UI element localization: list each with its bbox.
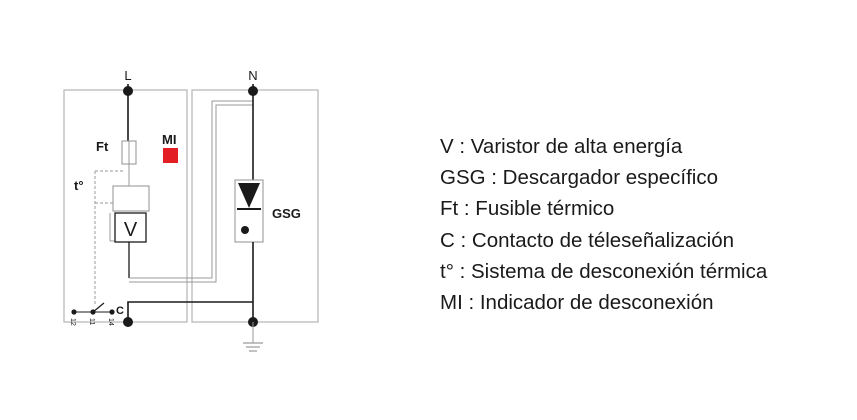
contact-switch-arm xyxy=(92,302,105,313)
contact-pin-12 xyxy=(71,309,77,315)
indicator-square xyxy=(163,148,178,163)
n-terminal-node xyxy=(248,86,258,96)
varistor-label: V xyxy=(124,219,138,241)
gsg-label: GSG xyxy=(272,206,301,221)
legend-item-thermal: t° : Sistema de desconexión térmica xyxy=(440,259,768,283)
thermal-label: t° xyxy=(74,178,84,193)
surge-protector-diagram: L N Ft MI t° V GSG C 12 11 14 xyxy=(63,68,319,352)
indicator-label: MI xyxy=(162,132,176,147)
varistor-to-neutral-outer xyxy=(129,100,253,279)
legend-list: V : Varistor de alta energía GSG : Desca… xyxy=(440,131,767,318)
gsg-dot xyxy=(241,226,249,234)
varistor-symbol xyxy=(114,212,147,243)
legend-item-gsg: GSG : Descargador específico xyxy=(440,166,719,190)
terminal-label-l: L xyxy=(124,68,131,83)
contact-pin-14 xyxy=(109,309,115,315)
l-terminal-node xyxy=(123,86,133,96)
fuse-label: Ft xyxy=(96,139,109,154)
legend-item-contact: C : Contacto de téleseñalización xyxy=(440,228,735,252)
legend-item-indicator: MI : Indicador de desconexión xyxy=(440,290,714,314)
contact-bus-wire xyxy=(127,301,253,322)
thermal-element xyxy=(112,185,150,212)
gsg-triangle xyxy=(238,183,260,208)
contact-pin-label-11: 11 xyxy=(88,318,95,325)
contact-pin-label-12: 12 xyxy=(69,318,76,326)
legend-item-varistor: V : Varistor de alta energía xyxy=(440,135,683,158)
contact-pin-label-14: 14 xyxy=(107,318,114,326)
contact-main-node xyxy=(123,317,133,327)
contact-label: C xyxy=(116,305,124,317)
varistor-to-neutral-inner xyxy=(129,104,253,283)
terminal-label-n: N xyxy=(248,68,257,83)
legend-item-fuse: Ft : Fusible térmico xyxy=(440,197,615,221)
